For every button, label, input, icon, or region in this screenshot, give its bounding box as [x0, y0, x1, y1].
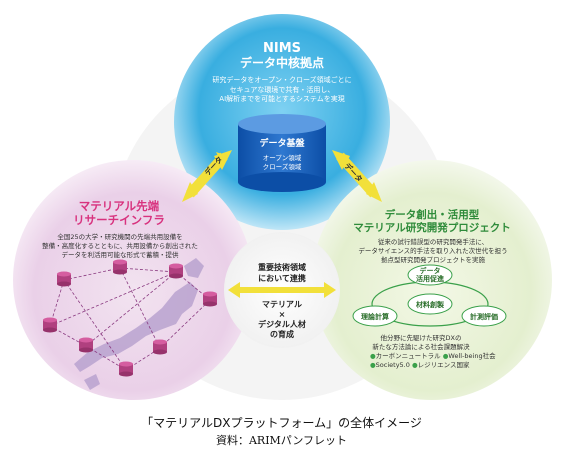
dx-item: レジリエンス国家: [417, 361, 470, 369]
node-measurement: [461, 305, 507, 327]
diagram-graphics: データ データ: [13, 14, 552, 400]
japan-map: [74, 258, 204, 390]
database-closed-label: クローズ領域: [262, 163, 302, 171]
figure-source: 資料：ARIMパンフレット: [215, 434, 348, 447]
dx-item: Well-being社会: [448, 352, 496, 360]
facility-icon: [153, 339, 167, 355]
center-link-arrow: [228, 282, 336, 298]
right-title-line1: データ創出・活用型: [384, 209, 480, 221]
right-description: 従来の試行錯誤型の研究開発手法に、 データサイエンス的手法を取り入れた次世代を担…: [358, 238, 508, 264]
right-data-arrow: データ: [332, 150, 382, 202]
database-icon: [238, 114, 326, 192]
database-title: データ基盤: [259, 139, 305, 149]
nims-subtitle: データ中核拠点: [239, 56, 324, 70]
bullet-icon: ●: [370, 361, 376, 369]
dx-item: Society5.0: [375, 361, 410, 369]
facility-icon: [119, 361, 133, 377]
node-top-label-1: データ: [420, 266, 441, 275]
facility-icon: [43, 317, 57, 333]
database-open-label: オープン領域: [262, 154, 302, 162]
facility-cylinders: [43, 259, 217, 377]
facility-icon: [169, 263, 183, 279]
node-center-label: 材料創製: [415, 300, 444, 309]
node-top-label-2: 活用促進: [416, 274, 444, 283]
bullet-icon: ●: [370, 352, 376, 360]
facility-icon: [113, 259, 127, 275]
research-cycle: [352, 264, 507, 327]
bullet-icon: ●: [442, 352, 449, 360]
node-data-promotion: [407, 264, 453, 286]
facility-icon: [203, 291, 217, 307]
center-talent-text: マテリアル × デジタル人材 の育成: [258, 300, 306, 339]
center-collaboration-text: 重要技術領域 において連携: [258, 263, 306, 283]
facility-icon: [57, 271, 71, 287]
nims-description: 研究データをオープン・クローズ領域ごとに セキュアな環境で共有・活用し、 AI解…: [212, 76, 352, 103]
facility-icon: [79, 337, 93, 353]
node-right-label: 計測評価: [470, 312, 498, 321]
dx-goal-list: ●カーボンニュートラル ●Well-being社会 ●Society5.0 ●レ…: [370, 352, 500, 370]
right-title-line2: マテリアル研究開発プロジェクト: [353, 222, 511, 234]
node-material-creation: [407, 293, 453, 315]
dx-item: カーボンニュートラル: [375, 352, 441, 360]
figure-caption: 「マテリアルDXプラットフォーム」の全体イメージ: [141, 416, 422, 430]
left-title-line2: リサーチインフラ: [73, 213, 165, 227]
left-description: 全国25の大学・研究機関の先端共用設備を 整備・高度化するとともに、共用設備から…: [42, 233, 198, 259]
node-theory-calc: [352, 305, 398, 327]
node-left-label: 理論計算: [361, 312, 389, 321]
left-title-line1: マテリアル先端: [78, 199, 160, 213]
bullet-icon: ●: [411, 361, 418, 369]
left-circle: [13, 160, 253, 400]
dx-description: 他分野に先駆けた研究DXの 新たな方法論による社会課題解決: [372, 334, 470, 351]
nims-title: NIMS: [262, 41, 302, 56]
